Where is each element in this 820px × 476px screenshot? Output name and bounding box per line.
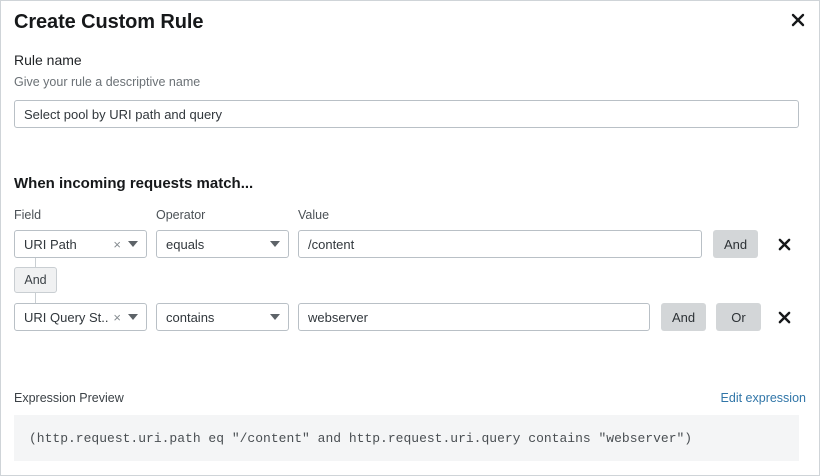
delete-icon-row2[interactable]	[773, 303, 795, 331]
value-input-row2[interactable]	[298, 303, 650, 331]
chevron-down-icon	[270, 241, 280, 247]
operator-select-row1-value: equals	[166, 236, 205, 252]
value-input-row1[interactable]	[298, 230, 702, 258]
operator-select-row2-value: contains	[166, 309, 215, 325]
field-select-row1-value: URI Path	[24, 236, 77, 252]
field-select-row2-value: URI Query St...	[24, 309, 110, 325]
connector-line-bottom	[35, 292, 36, 303]
operator-select-row2[interactable]: contains	[156, 303, 289, 331]
rule-name-help-text: Give your rule a descriptive name	[14, 75, 201, 89]
field-select-row2[interactable]: URI Query St... ×	[14, 303, 147, 331]
condition-row: URI Path × equals And	[1, 230, 820, 258]
chevron-down-icon	[128, 314, 138, 320]
chevron-down-icon	[128, 241, 138, 247]
match-section-heading: When incoming requests match...	[14, 175, 254, 192]
expression-preview-label: Expression Preview	[14, 391, 124, 405]
column-header-value: Value	[298, 208, 330, 222]
expression-preview-code: (http.request.uri.path eq "/content" and…	[14, 415, 799, 461]
operator-select-row1[interactable]: equals	[156, 230, 289, 258]
delete-icon-row1[interactable]	[773, 230, 795, 258]
condition-row: URI Query St... × contains And Or	[1, 303, 820, 331]
field-select-row1[interactable]: URI Path ×	[14, 230, 147, 258]
or-button-row2[interactable]: Or	[716, 303, 761, 331]
clear-icon[interactable]: ×	[113, 309, 121, 325]
rule-name-label: Rule name	[14, 52, 82, 68]
column-header-operator: Operator	[156, 208, 206, 222]
row-connector-and[interactable]: And	[14, 267, 57, 293]
clear-icon[interactable]: ×	[113, 236, 121, 252]
chevron-down-icon	[270, 314, 280, 320]
and-button-row2[interactable]: And	[661, 303, 707, 331]
and-button-row1[interactable]: And	[713, 230, 759, 258]
close-icon[interactable]	[785, 7, 811, 33]
rule-name-input[interactable]	[14, 100, 799, 128]
edit-expression-link[interactable]: Edit expression	[720, 391, 806, 405]
column-header-field: Field	[14, 208, 42, 222]
connector-line-top	[35, 258, 36, 268]
dialog-title: Create Custom Rule	[14, 11, 204, 33]
